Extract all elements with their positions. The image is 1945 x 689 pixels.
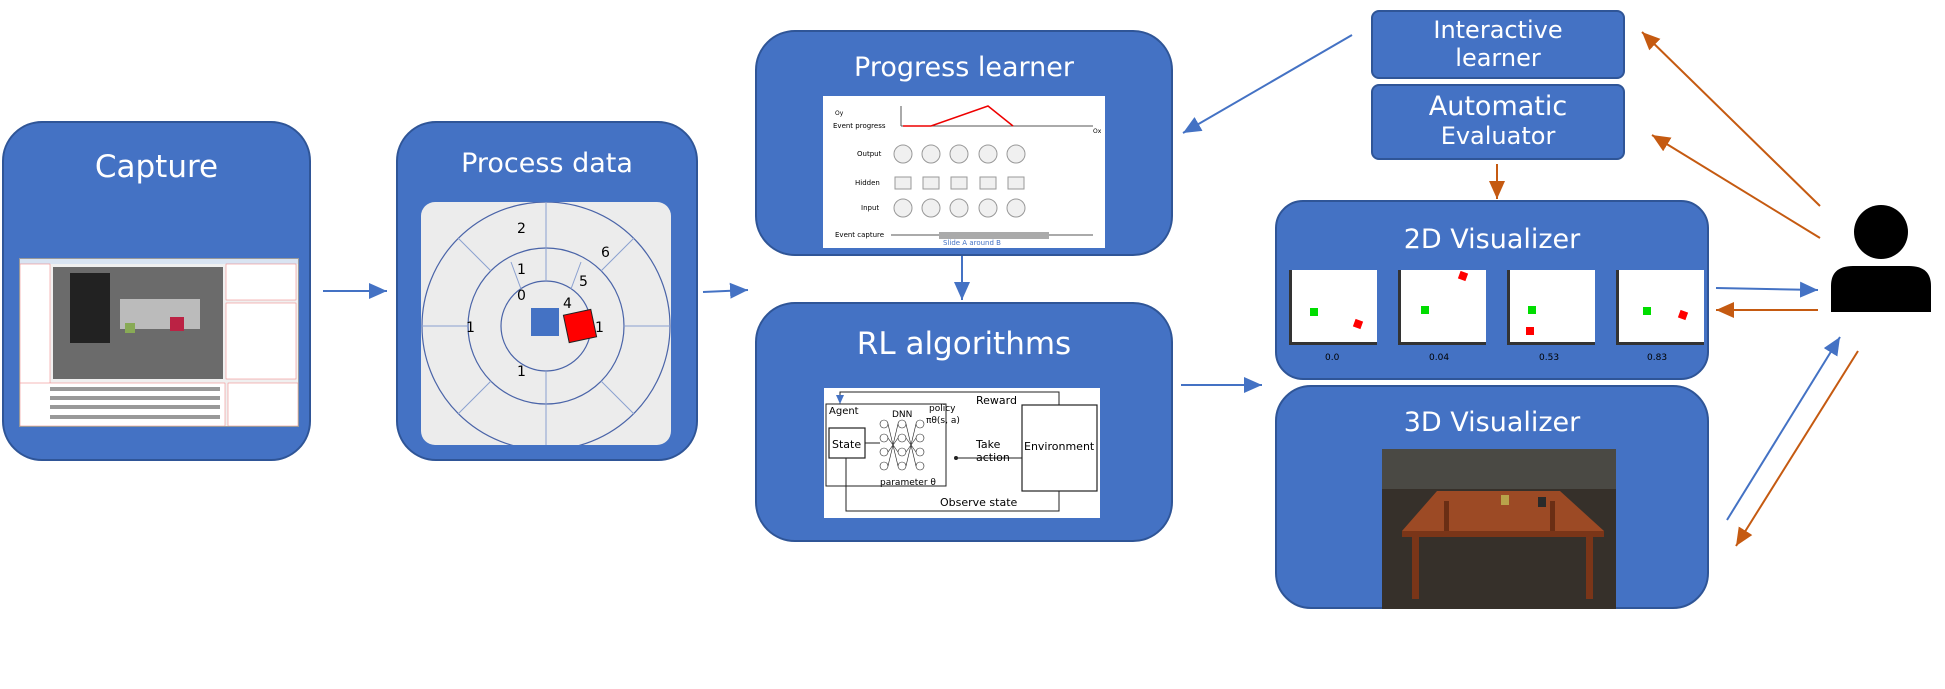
progress-caption: Slide A around B [943, 239, 1001, 247]
arrow-2d-to-user [1715, 281, 1819, 298]
polar-label-1-right: 1 [595, 320, 604, 336]
plot-4-label: 0.83 [1647, 353, 1668, 363]
interactive-learner-box: Interactive learner [1371, 10, 1625, 79]
scene-3d-render [1382, 449, 1616, 609]
polar-label-4: 4 [563, 296, 572, 312]
polar-label-2: 2 [517, 221, 526, 237]
polar-label-1-bottom: 1 [517, 364, 526, 380]
blue-square [531, 308, 559, 336]
process-data-title: Process data [461, 148, 633, 179]
automatic-evaluator-line1: Automatic [1428, 91, 1568, 122]
automatic-evaluator-line2: Evaluator [1440, 122, 1556, 150]
rl-state-label: State [832, 438, 862, 451]
rl-take-action-label: Take action [976, 438, 1010, 464]
progress-learner-diagram: Oy Ox Event progress Output Hidden Input… [823, 96, 1105, 248]
process-data-box: Process data 0 4 1 [396, 121, 698, 461]
rl-loop-graphic [825, 391, 1098, 512]
rl-algorithms-title: RL algorithms [856, 326, 1072, 362]
arrow-3d-to-user [1726, 336, 1841, 521]
plot-panel-3 [1507, 270, 1595, 345]
rl-diagram: Agent Reward DNN policy πθ(s, a) State p… [824, 388, 1100, 518]
rl-policy-fn-label: πθ(s, a) [926, 416, 960, 426]
rl-observe-label: Observe state [940, 496, 1018, 509]
arrow-interactive-to-progress [1182, 34, 1353, 134]
progress-output-label: Output [857, 150, 882, 158]
progress-y-label: Oy [835, 110, 844, 117]
plot-4-red-marker [1677, 309, 1689, 321]
plot-1-red-marker [1352, 318, 1364, 330]
process-polar-panel: 0 4 1 5 2 6 1 1 1 [421, 201, 671, 451]
visualizer-3d-box: 3D Visualizer [1275, 385, 1709, 609]
progress-input-label: Input [861, 204, 880, 212]
rl-agent-label: Agent [829, 406, 859, 417]
rl-parameter-label: parameter θ [880, 478, 936, 488]
capture-title: Capture [94, 149, 219, 185]
progress-x-label: Ox [1093, 128, 1102, 135]
plot-3-red-marker [1526, 327, 1534, 335]
plot-panel-4 [1616, 270, 1704, 345]
plot-2-label: 0.04 [1429, 353, 1450, 363]
rl-dnn-label: DNN [892, 410, 913, 420]
capture-box: Capture [2, 121, 311, 461]
rl-policy-label: policy [929, 404, 956, 414]
arrow-user-to-evaluator [1651, 134, 1821, 239]
red-square [562, 308, 598, 344]
interactive-learner-line1: Interactive [1433, 16, 1563, 44]
progress-learner-box: Progress learner Oy Ox Event progress Ou… [755, 30, 1173, 256]
visualizer-3d-title: 3D Visualizer [1403, 407, 1581, 438]
table-scene-graphic [1382, 449, 1616, 609]
visualizer-2d-box: 2D Visualizer 0.0 0.04 0.53 0.83 [1275, 200, 1709, 380]
polar-label-6: 6 [601, 245, 610, 261]
rl-reward-label: Reward [976, 394, 1017, 407]
polar-label-1-left: 1 [466, 320, 475, 336]
rl-environment-label: Environment [1024, 440, 1095, 453]
polar-label-5: 5 [579, 274, 588, 290]
plot-4-green-marker [1643, 307, 1651, 315]
plot-panel-2 [1398, 270, 1486, 345]
plot-3-label: 0.53 [1539, 353, 1560, 363]
rl-algorithms-box: RL algorithms Agent Reward DNN policy πθ… [755, 302, 1173, 542]
progress-network-graphic [891, 105, 1093, 239]
plot-1-green-marker [1310, 308, 1318, 316]
progress-learner-title: Progress learner [854, 52, 1074, 83]
arrow-process-to-rl [702, 282, 749, 299]
arrow-user-to-interactive [1641, 31, 1821, 207]
visualizer-2d-title: 2D Visualizer [1403, 224, 1581, 255]
arrow-user-to-3d [1735, 350, 1859, 547]
progress-hidden-label: Hidden [855, 179, 880, 187]
capture-screenshot-graphic [19, 259, 299, 427]
polar-label-1-inner: 1 [517, 262, 526, 278]
automatic-evaluator-box: Automatic Evaluator [1371, 84, 1625, 160]
polar-label-0: 0 [517, 288, 526, 304]
interactive-learner-line2: learner [1455, 44, 1541, 72]
plot-1-label: 0.0 [1325, 353, 1340, 363]
user-icon [1831, 205, 1931, 312]
plot-2-green-marker [1421, 306, 1429, 314]
plot-3-green-marker [1528, 306, 1536, 314]
progress-event-capture-label: Event capture [835, 231, 885, 239]
polar-grid-graphic [421, 201, 671, 451]
capture-software-screenshot [19, 258, 299, 427]
progress-event-progress-label: Event progress [833, 122, 886, 130]
plot-panel-1 [1289, 270, 1377, 345]
plot-2-red-marker [1457, 270, 1469, 282]
